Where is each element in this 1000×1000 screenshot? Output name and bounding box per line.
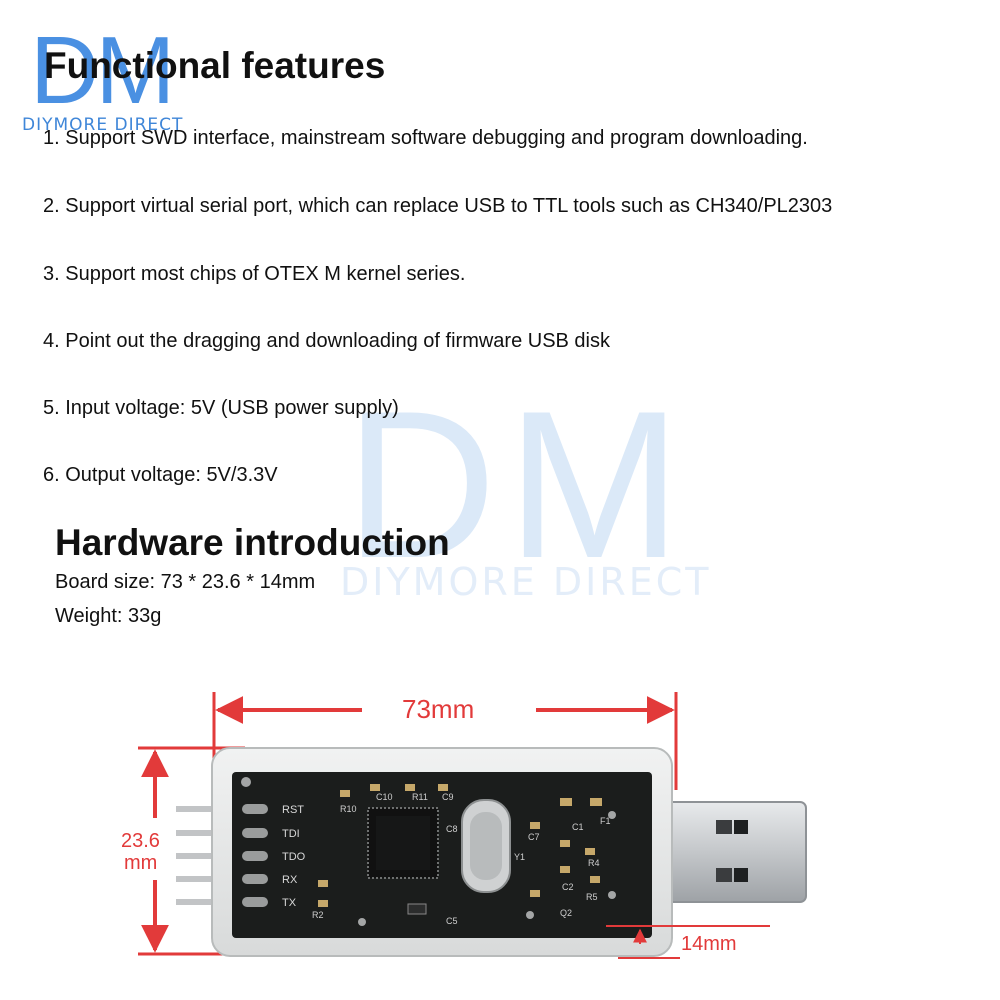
pin-pads bbox=[242, 804, 268, 907]
label-r5: R5 bbox=[586, 892, 598, 902]
board-size-text: Board size: 73 * 23.6 * 14mm bbox=[55, 571, 316, 593]
brand-logo: DM DIYMORE DIRECT bbox=[22, 17, 232, 140]
pin-label-tdo: TDO bbox=[282, 851, 306, 863]
label-f1: F1 bbox=[600, 816, 611, 826]
functional-features-title: Functional features bbox=[44, 45, 386, 86]
feature-item-4: 4. Point out the dragging and downloadin… bbox=[43, 330, 611, 352]
height-dimension-label: 14mm bbox=[681, 933, 737, 955]
label-r2: R2 bbox=[312, 910, 324, 920]
feature-item-3: 3. Support most chips of OTEX M kernel s… bbox=[43, 263, 466, 285]
watermark: DM DIYMORE DIRECT bbox=[340, 380, 740, 620]
feature-item-2: 2. Support virtual serial port, which ca… bbox=[43, 195, 833, 217]
pin-labels: RST TDI TDO RX TX bbox=[282, 804, 306, 909]
feature-item-5: 5. Input voltage: 5V (USB power supply) bbox=[43, 397, 399, 419]
width-dimension-value: 23.6 bbox=[121, 830, 160, 852]
watermark-brand-name: DIYMORE DIRECT bbox=[340, 560, 712, 604]
pin-label-rx: RX bbox=[282, 874, 298, 886]
label-c10: C10 bbox=[376, 792, 393, 802]
feature-item-6: 6. Output voltage: 5V/3.3V bbox=[43, 464, 278, 486]
label-q2: Q2 bbox=[560, 908, 572, 918]
label-r11: R11 bbox=[412, 792, 428, 802]
label-y1: Y1 bbox=[514, 852, 525, 862]
crystal-oscillator bbox=[461, 799, 511, 893]
label-r10: R10 bbox=[340, 804, 357, 814]
component-labels: R10 C10 R11 C9 C8 Y1 C1 C7 F1 C2 R2 C5 Q… bbox=[312, 792, 611, 926]
mcu-chip bbox=[367, 807, 439, 879]
label-r4: R4 bbox=[588, 858, 600, 868]
pin-label-tx: TX bbox=[282, 897, 297, 909]
product-image: RST TDI TDO RX TX bbox=[121, 692, 807, 959]
label-c1: C1 bbox=[572, 822, 584, 832]
label-c2: C2 bbox=[562, 882, 574, 892]
smd-components bbox=[318, 784, 602, 915]
label-c9: C9 bbox=[442, 792, 454, 802]
watermark-logo: DM bbox=[345, 367, 692, 602]
mounting-holes bbox=[241, 777, 616, 926]
label-c8: C8 bbox=[446, 824, 458, 834]
label-c7: C7 bbox=[528, 832, 540, 842]
length-dimension-label: 73mm bbox=[402, 694, 474, 724]
brand-logo-mark: DM bbox=[30, 17, 175, 124]
pcb-board bbox=[232, 772, 652, 938]
weight-text: Weight: 33g bbox=[55, 605, 162, 627]
width-dimension-unit: mm bbox=[124, 852, 157, 874]
feature-item-1: 1. Support SWD interface, mainstream sof… bbox=[43, 127, 808, 149]
pin-label-tdi: TDI bbox=[282, 828, 300, 840]
pin-label-rst: RST bbox=[282, 804, 304, 816]
header-pins bbox=[176, 806, 232, 905]
label-c5: C5 bbox=[446, 916, 458, 926]
hardware-introduction-title: Hardware introduction bbox=[55, 522, 450, 563]
brand-logo-name: DIYMORE DIRECT bbox=[22, 115, 184, 135]
